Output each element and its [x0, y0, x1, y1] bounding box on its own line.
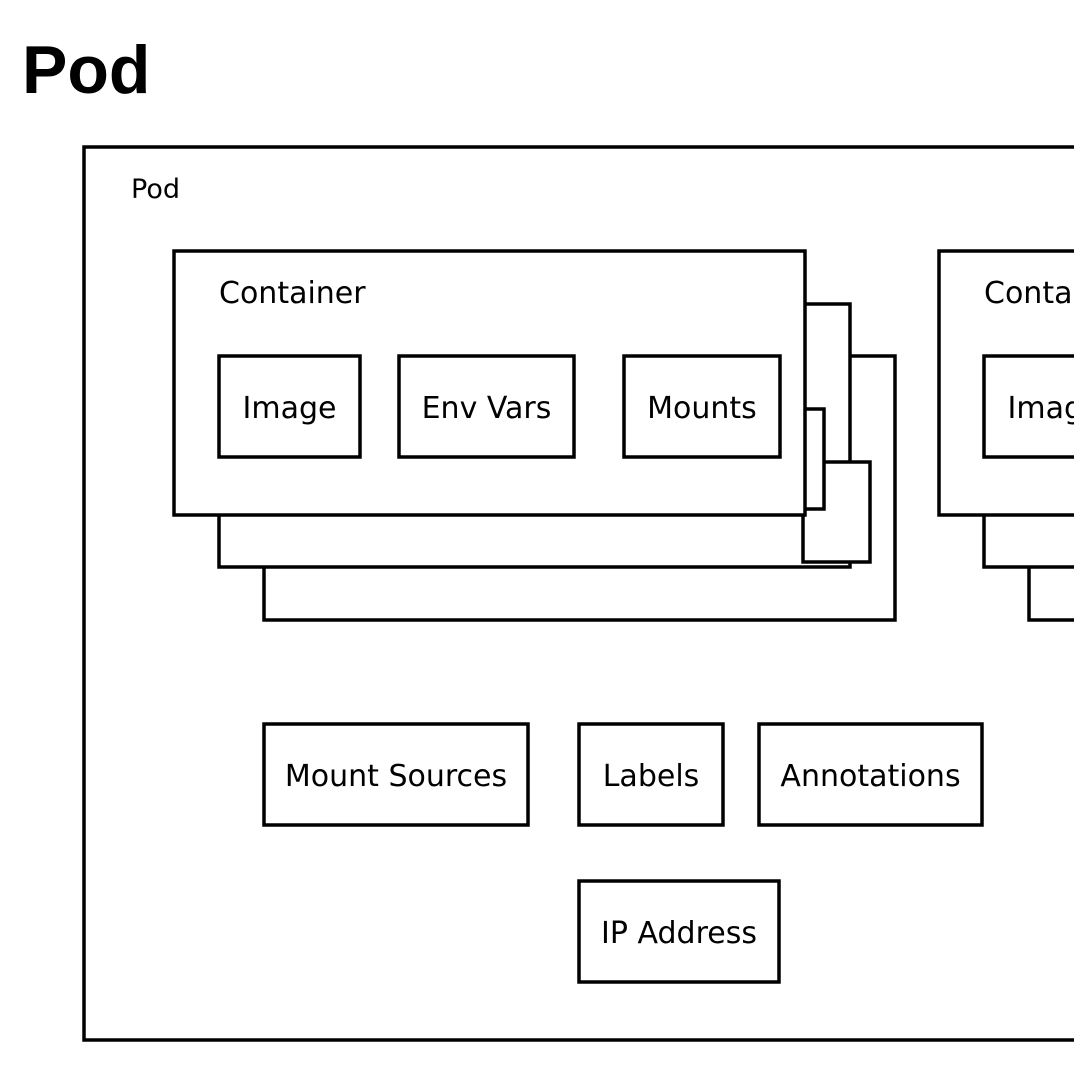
env-vars-label: Env Vars: [422, 391, 552, 426]
image-box: Image: [217, 354, 362, 459]
image-label: Image: [1008, 391, 1074, 426]
container-box-1: Container Image Env Vars Mounts: [172, 249, 807, 517]
pod-label: Pod: [131, 174, 180, 205]
image-box: Image: [982, 354, 1074, 459]
ip-address-frame: [577, 879, 781, 984]
env-vars-box: Env Vars: [397, 354, 576, 459]
mount-sources-label: Mount Sources: [285, 759, 507, 794]
image-frame: [982, 354, 1074, 459]
mount-sources-frame: [262, 722, 530, 827]
annotations-box: Annotations: [757, 722, 984, 827]
labels-frame: [577, 722, 725, 827]
labels-label: Labels: [603, 759, 700, 794]
mounts-box: Mounts: [622, 354, 782, 459]
mounts-frame: [622, 354, 782, 459]
annotations-label: Annotations: [780, 759, 960, 794]
container-box-2: Container Image: [937, 249, 1074, 517]
container-label: Container: [984, 276, 1074, 311]
annotations-frame: [757, 722, 984, 827]
page-title: Pod: [22, 32, 151, 108]
ip-address-box: IP Address: [577, 879, 781, 984]
container-stack-2: Container Image: [937, 249, 1074, 622]
container-stack-1: Container Image Env Vars Mounts: [172, 249, 897, 622]
labels-box: Labels: [577, 722, 725, 827]
mounts-label: Mounts: [647, 391, 757, 426]
image-label: Image: [243, 391, 337, 426]
mount-sources-box: Mount Sources: [262, 722, 530, 827]
image-frame: [217, 354, 362, 459]
env-vars-frame: [397, 354, 576, 459]
container-label: Container: [219, 276, 366, 311]
ip-address-label: IP Address: [601, 916, 757, 951]
